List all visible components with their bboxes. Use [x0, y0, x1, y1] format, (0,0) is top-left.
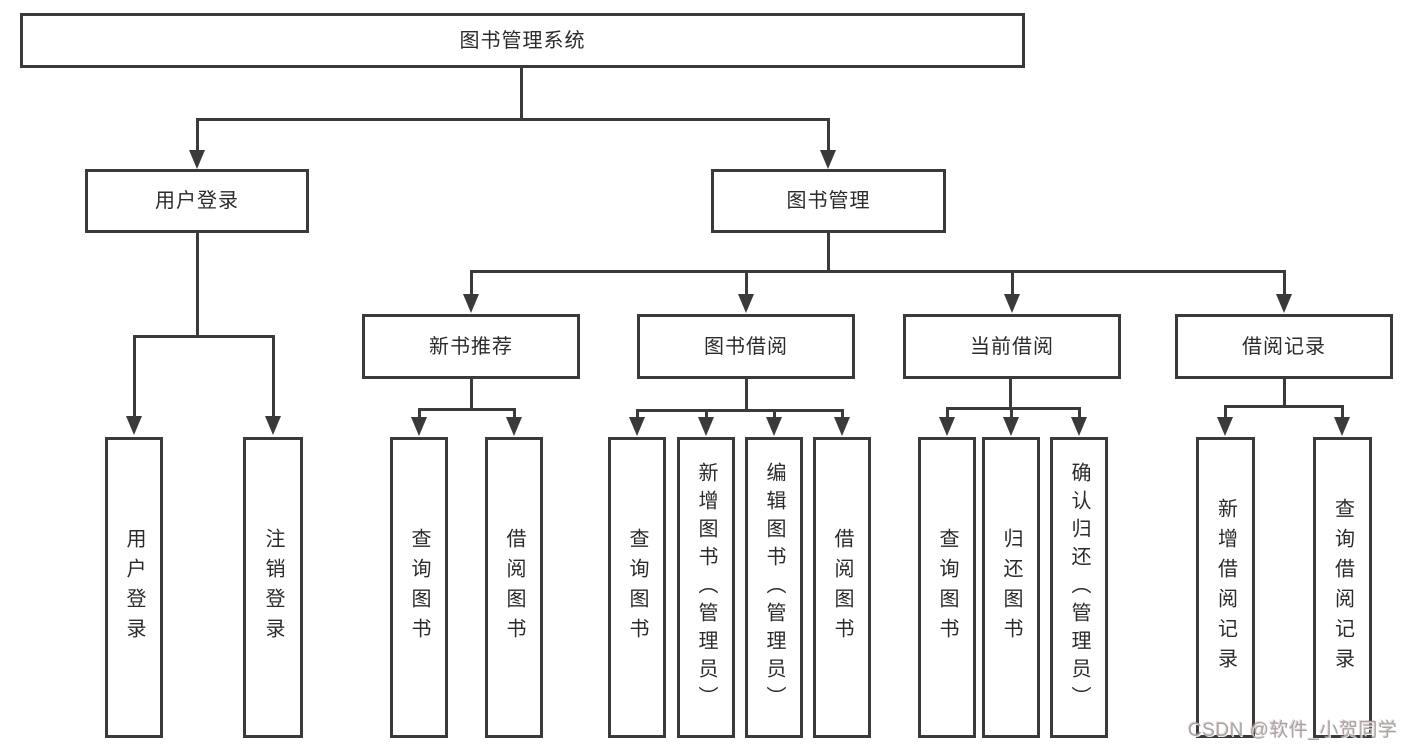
connector-arrow-shaft [196, 118, 199, 152]
connector-vline [827, 233, 830, 270]
connector-arrow-shaft [1011, 270, 1014, 296]
connector-arrow-shaft [841, 409, 844, 419]
arrowhead-down-icon [265, 416, 281, 435]
connector-arrow-shaft [946, 407, 949, 419]
node-user-login: 用户登录 [85, 169, 309, 233]
leaf-add-borrow-record: 新增借阅记录 [1196, 437, 1255, 738]
connector-hline [636, 409, 844, 412]
arrowhead-down-icon [834, 417, 850, 436]
connector-hline [133, 335, 275, 338]
connector-arrow-shaft [705, 409, 708, 419]
connector-vline [520, 68, 523, 118]
connector-arrow-shaft [773, 409, 776, 419]
leaf-return-book: 归还图书 [982, 437, 1040, 738]
leaf-logout: 注销登录 [243, 437, 303, 738]
arrowhead-down-icon [126, 416, 142, 435]
connector-arrow-shaft [1010, 407, 1013, 419]
arrowhead-down-icon [1334, 417, 1350, 436]
connector-arrow-shaft [1283, 270, 1286, 296]
node-book-borrowing: 图书借阅 [637, 314, 855, 379]
node-current-borrowing: 当前借阅 [903, 314, 1121, 379]
connector-vline [745, 379, 748, 409]
leaf-query-books-recommend: 查询图书 [390, 437, 448, 738]
connector-arrow-shaft [1224, 405, 1227, 419]
connector-vline [470, 379, 473, 408]
leaf-confirm-return-admin: 确认归还（管理员） [1050, 437, 1108, 738]
leaf-edit-book-admin: 编辑图书（管理员） [745, 437, 803, 738]
arrowhead-down-icon [1004, 294, 1020, 313]
arrowhead-down-icon [506, 417, 522, 436]
connector-hline [946, 407, 1081, 410]
connector-arrow-shaft [827, 118, 830, 152]
node-borrowing-records: 借阅记录 [1175, 314, 1393, 379]
arrowhead-down-icon [1071, 417, 1087, 436]
arrowhead-down-icon [411, 417, 427, 436]
connector-arrow-shaft [133, 335, 136, 418]
leaf-user-login: 用户登录 [105, 437, 163, 738]
connector-vline [1009, 379, 1012, 407]
connector-arrow-shaft [513, 408, 516, 419]
node-library-system: 图书管理系统 [20, 13, 1025, 68]
arrowhead-down-icon [1276, 294, 1292, 313]
connector-arrow-shaft [745, 270, 748, 296]
connector-vline [1283, 379, 1286, 405]
connector-hline [470, 270, 1286, 273]
leaf-query-borrow-record: 查询借阅记录 [1313, 437, 1372, 738]
leaf-add-book-admin: 新增图书（管理员） [677, 437, 735, 738]
arrowhead-down-icon [189, 150, 205, 169]
arrowhead-down-icon [820, 150, 836, 169]
connector-arrow-shaft [470, 270, 473, 296]
connector-arrow-shaft [1341, 405, 1344, 419]
connector-arrow-shaft [636, 409, 639, 419]
arrowhead-down-icon [629, 417, 645, 436]
arrowhead-down-icon [939, 417, 955, 436]
connector-vline [196, 233, 199, 335]
leaf-borrow-books-borrowing: 借阅图书 [813, 437, 871, 738]
node-new-book-recommend: 新书推荐 [362, 314, 580, 379]
connector-hline [196, 118, 830, 121]
arrowhead-down-icon [698, 417, 714, 436]
connector-arrow-shaft [418, 408, 421, 419]
leaf-query-books-borrowing: 查询图书 [608, 437, 666, 738]
arrowhead-down-icon [1217, 417, 1233, 436]
connector-hline [1224, 405, 1344, 408]
arrowhead-down-icon [766, 417, 782, 436]
csdn-watermark: CSDN @软件_小贺同学 [1188, 720, 1398, 741]
connector-arrow-shaft [272, 335, 275, 418]
arrowhead-down-icon [1003, 417, 1019, 436]
connector-arrow-shaft [1078, 407, 1081, 419]
arrowhead-down-icon [463, 294, 479, 313]
node-book-management: 图书管理 [711, 169, 946, 233]
arrowhead-down-icon [738, 294, 754, 313]
leaf-borrow-books-recommend: 借阅图书 [485, 437, 543, 738]
connector-hline [418, 408, 516, 411]
leaf-query-books-current: 查询图书 [918, 437, 976, 738]
